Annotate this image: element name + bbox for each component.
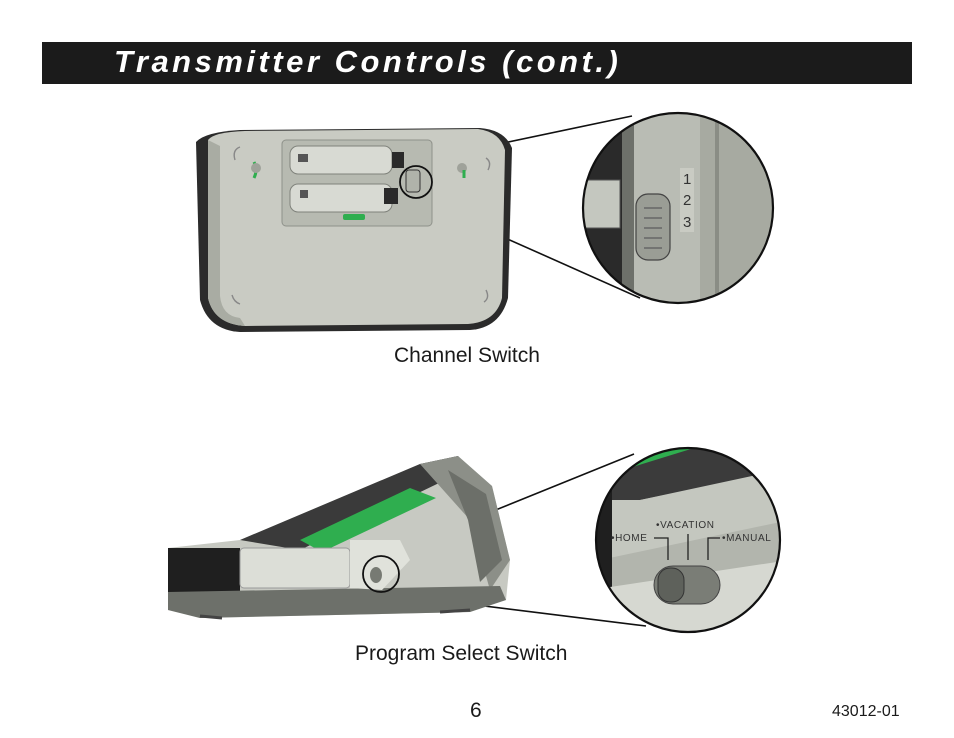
title-bar: Transmitter Controls (cont.) — [42, 42, 912, 84]
channel-switch-highlight — [399, 165, 433, 199]
document-code: 43012-01 — [832, 703, 900, 720]
transmitter-back-view — [196, 128, 512, 332]
program-select-switch-caption: Program Select Switch — [355, 642, 568, 665]
program-select-switch-figure: •VACATION •HOME •MANUAL — [168, 446, 782, 634]
program-mode-vacation: •VACATION — [656, 520, 715, 531]
program-switch-highlight — [362, 555, 400, 593]
channel-position-1: 1 — [683, 171, 691, 188]
transmitter-side-view — [168, 456, 510, 620]
channel-switch-figure: 1 2 3 — [196, 111, 775, 332]
channel-zoom-outline — [581, 111, 775, 305]
page-number: 6 — [470, 699, 482, 722]
channel-position-3: 3 — [683, 214, 691, 231]
program-select-switch-zoom: •VACATION •HOME •MANUAL — [596, 448, 780, 632]
channel-switch-zoom: 1 2 3 — [583, 113, 773, 303]
program-mode-home: •HOME — [611, 533, 648, 544]
program-mode-manual: •MANUAL — [722, 533, 771, 544]
page-title: Transmitter Controls (cont.) — [114, 44, 622, 79]
channel-position-2: 2 — [683, 192, 691, 209]
channel-switch-caption: Channel Switch — [394, 344, 540, 367]
program-zoom-outline — [594, 446, 782, 634]
